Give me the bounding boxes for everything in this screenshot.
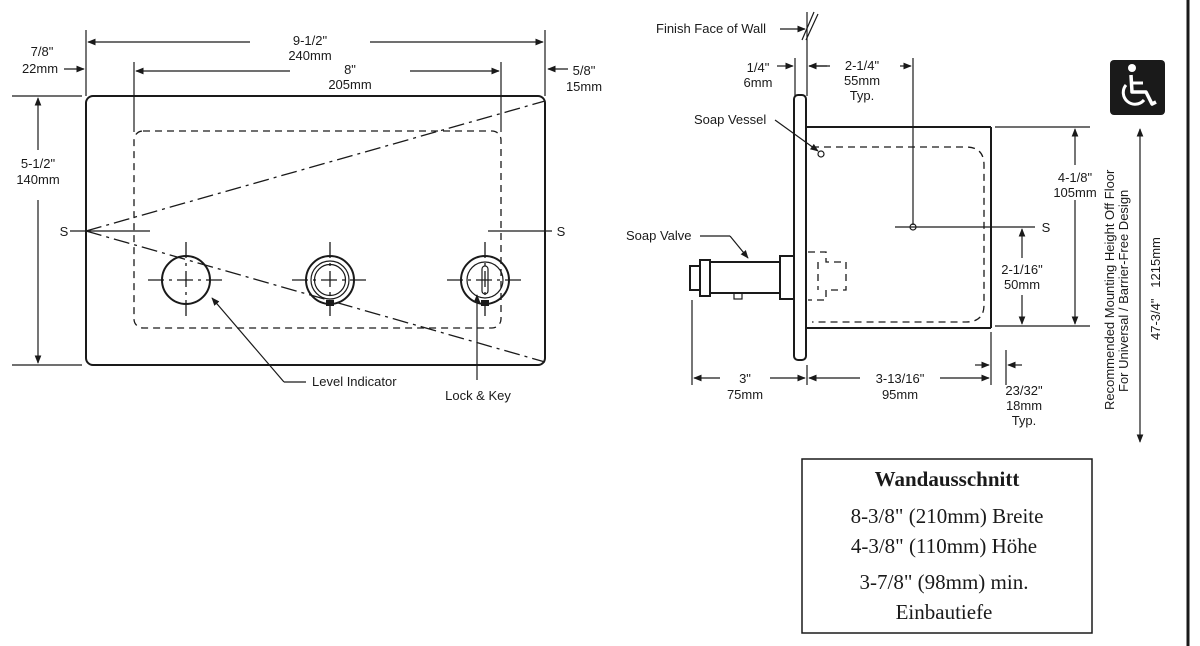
lock-key bbox=[447, 242, 523, 318]
clearance-mm: 18mm bbox=[1006, 398, 1042, 413]
soap-valve-label: Soap Valve bbox=[626, 228, 692, 243]
clearance-in: 23/32" bbox=[1005, 383, 1043, 398]
side-view: Finish Face of Wall 1/4" 6mm 2-1/4" 55mm… bbox=[626, 0, 1190, 646]
valve-height-mm: 50mm bbox=[1004, 277, 1040, 292]
vessel-height-mm: 105mm bbox=[1053, 185, 1096, 200]
recess-outline bbox=[133, 130, 502, 329]
flange-plate bbox=[793, 94, 807, 361]
note-width: 8-3/8" (210mm) Breite bbox=[851, 504, 1044, 528]
section-mark-side: S bbox=[1042, 220, 1051, 235]
cutout-width-in: 8" bbox=[344, 62, 356, 77]
mounting-height: 47-3/4" 1215mm bbox=[1148, 237, 1163, 340]
wall-cutout-note: Wandausschnitt 8-3/8" (210mm) Breite 4-3… bbox=[801, 458, 1093, 634]
left-offset-mm: 22mm bbox=[22, 61, 58, 76]
section-mark-right: S bbox=[557, 224, 566, 239]
depth-top-mm: 55mm bbox=[844, 73, 880, 88]
flange-mm: 6mm bbox=[744, 75, 773, 90]
recess-depth-in: 3-13/16" bbox=[876, 371, 925, 386]
vessel-height-in: 4-1/8" bbox=[1058, 170, 1093, 185]
valve-height-in: 2-1/16" bbox=[1001, 262, 1043, 277]
finish-face-label: Finish Face of Wall bbox=[656, 21, 766, 36]
flange-in: 1/4" bbox=[747, 60, 770, 75]
mounting-line1: Recommended Mounting Height Off Floor bbox=[1102, 169, 1117, 410]
front-view: 9-1/2" 240mm 8" 205mm 7/8" 22mm 5/8" 15m… bbox=[12, 30, 602, 403]
projection-mm: 75mm bbox=[727, 387, 763, 402]
right-offset-mm: 15mm bbox=[566, 79, 602, 94]
depth-top-typ: Typ. bbox=[850, 88, 875, 103]
cutout-width-mm: 205mm bbox=[328, 77, 371, 92]
clearance-typ: Typ. bbox=[1012, 413, 1037, 428]
soap-vessel-hole bbox=[817, 150, 825, 158]
overall-width-in: 9-1/2" bbox=[293, 33, 328, 48]
pump-button bbox=[292, 242, 368, 318]
projection-in: 3" bbox=[739, 371, 751, 386]
recess-depth-mm: 95mm bbox=[882, 387, 918, 402]
section-mark-left: S bbox=[60, 224, 69, 239]
note-height: 4-3/8" (110mm) Höhe bbox=[851, 534, 1037, 558]
faceplate bbox=[85, 95, 546, 366]
soap-vessel-label: Soap Vessel bbox=[694, 112, 766, 127]
wheelchair-icon bbox=[1110, 60, 1165, 115]
left-offset-in: 7/8" bbox=[31, 44, 54, 59]
lock-key-label: Lock & Key bbox=[445, 388, 511, 403]
note-title: Wandausschnitt bbox=[875, 467, 1020, 491]
note-depth-2: Einbautiefe bbox=[896, 600, 993, 624]
note-depth-1: 3-7/8" (98mm) min. bbox=[860, 570, 1029, 594]
height-in: 5-1/2" bbox=[21, 156, 56, 171]
soap-valve bbox=[689, 251, 847, 301]
overall-width-mm: 240mm bbox=[288, 48, 331, 63]
depth-top-in: 2-1/4" bbox=[845, 58, 880, 73]
level-indicator bbox=[148, 242, 224, 318]
height-mm: 140mm bbox=[16, 172, 59, 187]
right-offset-in: 5/8" bbox=[573, 63, 596, 78]
soap-vessel-outline bbox=[812, 146, 985, 323]
level-indicator-label: Level Indicator bbox=[312, 374, 397, 389]
mounting-line2: For Universal / Barrier-Free Design bbox=[1116, 190, 1131, 392]
